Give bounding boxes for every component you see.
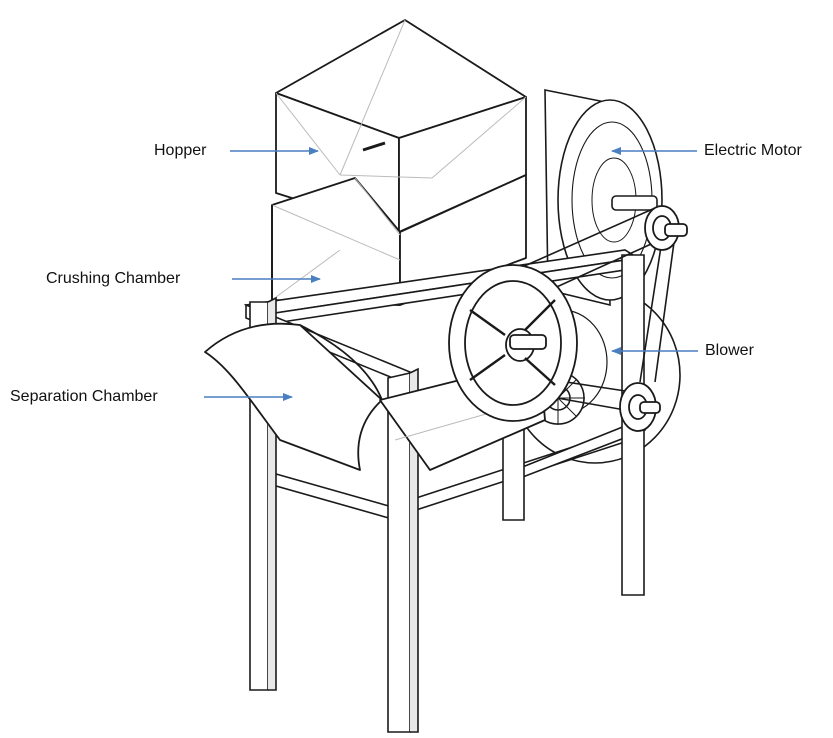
label-separation-chamber: Separation Chamber [10, 388, 158, 405]
large-pulley [448, 264, 578, 422]
label-hopper: Hopper [154, 142, 207, 159]
callout-arrows [204, 147, 698, 401]
blower-pulley [619, 382, 661, 432]
motor-pulley [644, 205, 688, 251]
crushing-chamber [271, 174, 527, 306]
label-electric-motor: Electric Motor [704, 142, 802, 159]
label-blower: Blower [705, 342, 754, 359]
label-crushing-chamber: Crushing Chamber [46, 270, 181, 287]
electric-motor [544, 89, 663, 307]
